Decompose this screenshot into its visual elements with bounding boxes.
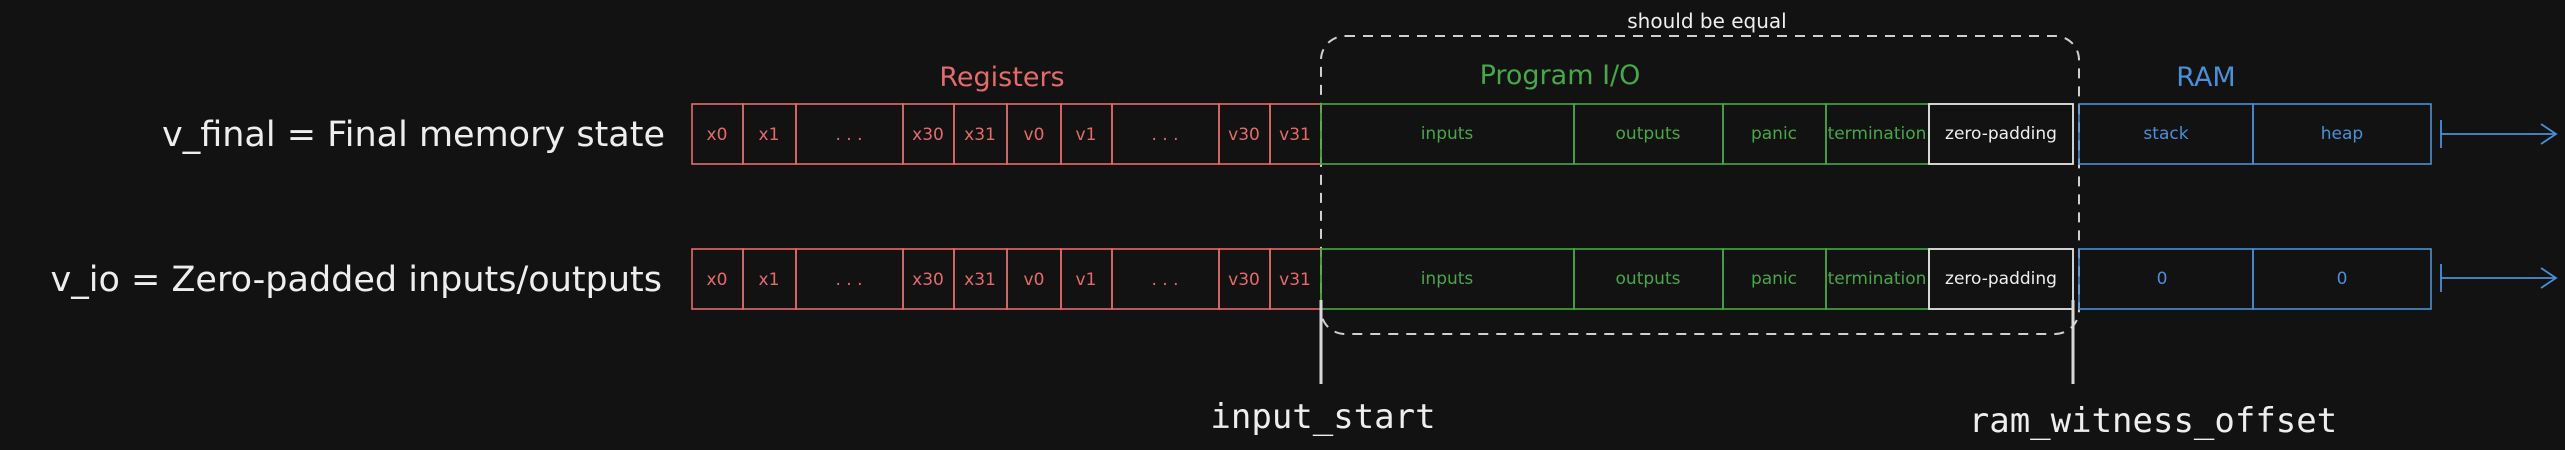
should-be-equal-label: should be equal	[1627, 9, 1786, 33]
row-label-v-final: v_final = Final memory state	[162, 115, 665, 155]
register-label: x30	[912, 125, 944, 145]
program-io-header: Program I/O	[1480, 60, 1641, 91]
row-v-final: v_final = Final memory state x0 x1 . . .…	[162, 103, 2558, 165]
ram-label-heap: heap	[2321, 124, 2363, 144]
io-label-inputs: inputs	[1421, 124, 1474, 144]
register-label: x1	[759, 125, 780, 145]
io-label-inputs: inputs	[1421, 269, 1474, 289]
io-cells	[1320, 248, 1930, 310]
zero-padding-label: zero-padding	[1945, 124, 2057, 144]
register-label: v0	[1024, 270, 1045, 290]
ram-cells	[2078, 248, 2432, 310]
row-label-v-io: v_io = Zero-padded inputs/outputs	[51, 260, 662, 300]
register-cells	[691, 248, 1322, 310]
row-v-io: v_io = Zero-padded inputs/outputs x0 x1 …	[51, 248, 2558, 310]
zero-padding-cell	[1928, 248, 2074, 310]
register-label: . . .	[1151, 270, 1178, 290]
io-label-termination: termination	[1828, 124, 1927, 144]
ram-label-stack: stack	[2143, 124, 2188, 144]
zero-padding-label: zero-padding	[1945, 269, 2057, 289]
register-label: v1	[1076, 125, 1097, 145]
equality-dashed-box	[1320, 35, 2080, 335]
register-label: x0	[707, 270, 728, 290]
register-label: v0	[1024, 125, 1045, 145]
register-label: . . .	[835, 270, 862, 290]
ram-extension-arrow	[2440, 120, 2558, 148]
register-label: x1	[759, 270, 780, 290]
register-label: v31	[1279, 270, 1311, 290]
ram-cells	[2078, 103, 2432, 165]
register-label: v30	[1228, 125, 1260, 145]
register-label: . . .	[835, 125, 862, 145]
ram-label-heap-zero: 0	[2337, 269, 2348, 289]
io-label-panic: panic	[1751, 124, 1797, 144]
io-label-panic: panic	[1751, 269, 1797, 289]
io-label-outputs: outputs	[1616, 269, 1681, 289]
io-label-termination: termination	[1828, 269, 1927, 289]
register-cells	[691, 103, 1322, 165]
register-label: x31	[964, 125, 996, 145]
register-label: v30	[1228, 270, 1260, 290]
zero-padding-cell	[1928, 103, 2074, 165]
io-cells	[1320, 103, 1930, 165]
register-label: v1	[1076, 270, 1097, 290]
ram-header: RAM	[2176, 62, 2235, 93]
ram-extension-arrow	[2440, 264, 2558, 292]
input-start-label: input_start	[1210, 397, 1435, 437]
ram-label-stack-zero: 0	[2157, 269, 2168, 289]
ram-witness-offset-label: ram_witness_offset	[1969, 401, 2337, 441]
register-label: x30	[912, 270, 944, 290]
register-label: . . .	[1151, 125, 1178, 145]
io-label-outputs: outputs	[1616, 124, 1681, 144]
ram-cell-heap	[2252, 248, 2432, 310]
ram-cell-heap	[2252, 103, 2432, 165]
register-label: x0	[707, 125, 728, 145]
register-label: v31	[1279, 125, 1311, 145]
registers-header: Registers	[939, 62, 1064, 93]
register-label: x31	[964, 270, 996, 290]
